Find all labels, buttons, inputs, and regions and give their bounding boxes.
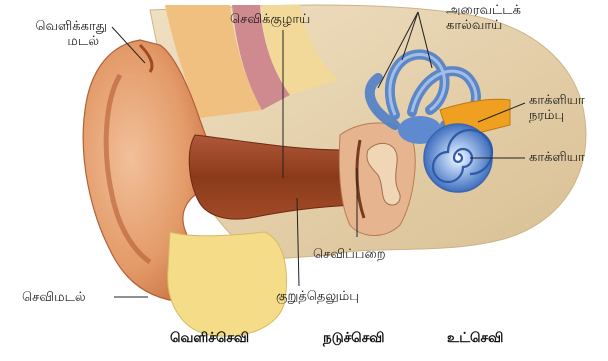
middle-ear-cavity bbox=[339, 123, 415, 236]
cochlea-label: காக்ளியா bbox=[529, 150, 585, 165]
cochlear-nerve-line2: நரம்பு bbox=[529, 108, 585, 123]
semicircular-canal-line2: கால்வாய் bbox=[446, 18, 521, 33]
cochlear-nerve-label: காக்ளியா நரம்பு bbox=[529, 93, 585, 123]
pinna-label: செவிமடல் bbox=[22, 290, 86, 305]
section-inner-ear: உட்செவி bbox=[447, 330, 503, 348]
cartilage-shape bbox=[168, 232, 287, 336]
ear-canal-label: செவிக்குழாய் bbox=[230, 12, 310, 27]
semicircular-canal-label: அரைவட்டக் கால்வாய் bbox=[446, 3, 521, 33]
semicircular-canal-line1: அரைவட்டக் bbox=[446, 3, 521, 18]
eardrum-label: செவிப்பறை bbox=[313, 247, 386, 262]
outer-ear-flap-label: வெளிக்காது மடல் bbox=[4, 19, 107, 49]
cochlear-nerve-line1: காக்ளியா bbox=[529, 93, 585, 108]
section-outer-ear: வெளிச்செவி bbox=[170, 330, 249, 348]
outer-ear-flap-line2: மடல் bbox=[4, 34, 99, 49]
section-middle-ear: நடுச்செவி bbox=[323, 330, 385, 348]
outer-ear-flap-line1: வெளிக்காது bbox=[4, 19, 107, 34]
cartilage-label: குறுத்தெலும்பு bbox=[276, 289, 359, 304]
